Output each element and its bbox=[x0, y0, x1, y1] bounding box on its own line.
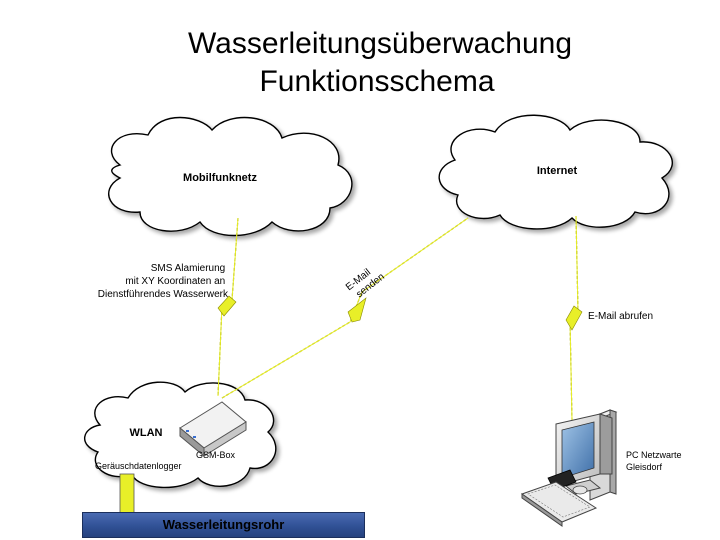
water-pipe: Wasserleitungsrohr bbox=[82, 512, 365, 538]
mobilfunknetz-cloud: Mobilfunknetz bbox=[108, 116, 353, 237]
internet-label: Internet bbox=[537, 165, 578, 177]
email-fetch-label: E-Mail abrufen bbox=[588, 311, 653, 322]
pc-label-line2: Gleisdorf bbox=[626, 462, 663, 472]
water-pipe-label: Wasserleitungsrohr bbox=[162, 517, 285, 532]
pc-label: PC Netzwarte Gleisdorf bbox=[626, 450, 684, 472]
email-send-lightning-link bbox=[221, 217, 469, 399]
sms-label: SMS Alamierung mit XY Koordinaten an Die… bbox=[98, 263, 229, 300]
diagram-title-line1: Wasserleitungsüberwachung bbox=[187, 27, 573, 60]
gsm-box-label: GSM-Box bbox=[196, 450, 236, 460]
sms-label-line3: Dienstführendes Wasserwerk bbox=[98, 289, 229, 300]
mobilfunknetz-label: Mobilfunknetz bbox=[183, 172, 257, 184]
wlan-label: WLAN bbox=[130, 427, 163, 439]
pc-label-line1: PC Netzwarte bbox=[626, 450, 682, 460]
internet-cloud: Internet bbox=[438, 114, 673, 230]
email-send-label: E-Mail senden bbox=[344, 267, 387, 300]
diagram-title-line2: Funktionsschema bbox=[259, 65, 495, 98]
sms-label-line2: mit XY Koordinaten an bbox=[125, 276, 225, 287]
logger-label: Geräuschdatenlogger bbox=[95, 461, 182, 471]
noise-logger-device bbox=[119, 473, 135, 515]
gsm-box-device bbox=[179, 401, 247, 458]
sms-label-line1: SMS Alamierung bbox=[151, 263, 225, 274]
pc-workstation bbox=[520, 409, 618, 527]
